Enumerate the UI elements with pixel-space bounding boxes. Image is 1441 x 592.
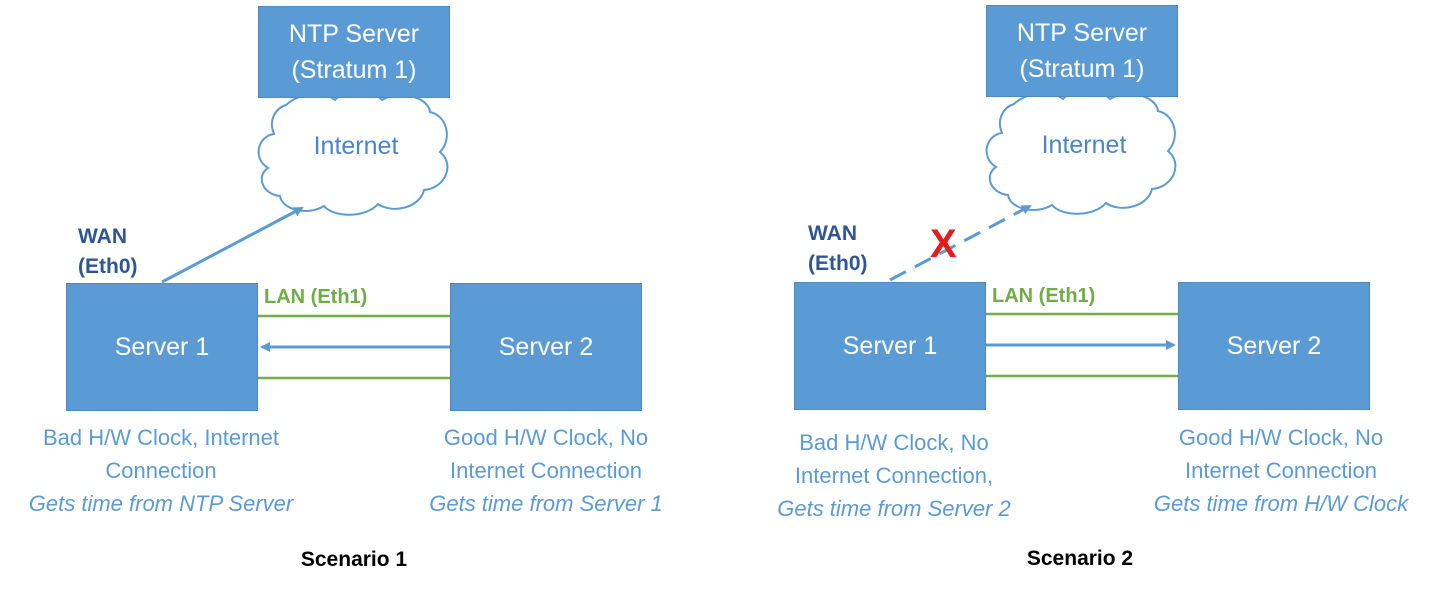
ntp-stratum-label: (Stratum 1) [291, 56, 417, 84]
scenario-2-title: Scenario 2 [1026, 547, 1134, 570]
server-1-desc-line2: Connection [105, 458, 217, 483]
broken-link-x-icon: X [930, 222, 957, 266]
server-1-desc-line1: Bad H/W Clock, Internet [43, 425, 279, 450]
wan-label-line1: WAN [808, 222, 857, 245]
wan-link [161, 206, 304, 284]
server-1-label: Server 1 [842, 331, 938, 360]
wan-link-broken [889, 204, 1032, 282]
scenario-2: NTP Server (Stratum 1) Internet X WAN (E… [728, 0, 1441, 592]
server-1-desc-line2: Internet Connection, [794, 463, 994, 488]
ntp-server-label: NTP Server [288, 20, 420, 48]
server-2-desc-line1: Good H/W Clock, No [1178, 425, 1384, 450]
server-2-desc-line1: Good H/W Clock, No [443, 425, 649, 450]
wan-label-line2: (Eth0) [808, 252, 868, 275]
internet-cloud-icon [985, 89, 1177, 215]
server-2-box: Server 2 [450, 283, 642, 411]
server-1-label: Server 1 [114, 332, 210, 361]
wan-label-line2: (Eth0) [78, 255, 138, 278]
scenario-1-links [161, 90, 480, 380]
internet-label: Internet [313, 132, 399, 160]
server-2-desc-time-source: Gets time from H/W Clock [1153, 491, 1409, 516]
server-1-desc-time-source: Gets time from NTP Server [28, 491, 294, 516]
server-2-desc-line2: Internet Connection [449, 458, 643, 483]
server-2-label: Server 2 [498, 332, 594, 361]
server-1-description: Bad H/W Clock, Internet Connection Gets … [0, 421, 331, 520]
scenario-1: NTP Server (Stratum 1) Internet WAN (Eth… [0, 0, 720, 592]
internet-label: Internet [1041, 131, 1127, 159]
wan-label-line1: WAN [78, 225, 127, 248]
lan-label: LAN (Eth1) [264, 286, 368, 308]
wan-label: WAN (Eth0) [78, 222, 138, 282]
server-1-box: Server 1 [794, 282, 986, 410]
server-1-description: Bad H/W Clock, No Internet Connection, G… [724, 426, 1064, 525]
server-2-desc-time-source: Gets time from Server 1 [429, 491, 663, 516]
server-2-label: Server 2 [1226, 331, 1322, 360]
server-2-desc-line2: Internet Connection [1184, 458, 1378, 483]
ntp-server-box: NTP Server (Stratum 1) [986, 5, 1178, 97]
server-1-desc-line1: Bad H/W Clock, No [799, 430, 989, 455]
ntp-server-box: NTP Server (Stratum 1) [258, 6, 450, 98]
server-1-desc-time-source: Gets time from Server 2 [777, 496, 1011, 521]
internet-cloud-icon [257, 90, 449, 216]
server-1-box: Server 1 [66, 283, 258, 411]
scenario-1-title: Scenario 1 [300, 548, 408, 571]
ntp-server-label: NTP Server [1016, 19, 1148, 47]
server-2-description: Good H/W Clock, No Internet Connection G… [376, 421, 716, 520]
ntp-stratum-label: (Stratum 1) [1019, 55, 1145, 83]
lan-label: LAN (Eth1) [992, 285, 1096, 307]
wan-label: WAN (Eth0) [808, 219, 868, 279]
server-2-box: Server 2 [1178, 282, 1370, 410]
server-2-description: Good H/W Clock, No Internet Connection G… [1111, 421, 1441, 520]
